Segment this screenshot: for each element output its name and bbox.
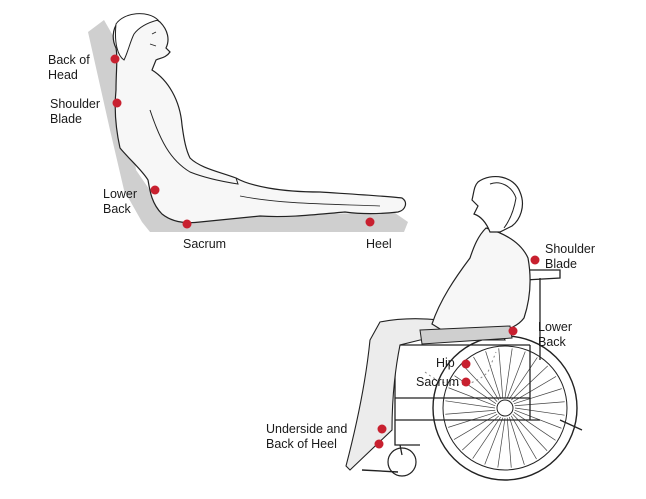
reclining-face-lines (149, 31, 157, 47)
label-wheelchair-hip: Hip (436, 356, 455, 370)
dot-wheelchair-heel-upper (377, 424, 387, 434)
pressure-dots (110, 54, 540, 449)
wheelchair-cushion (419, 325, 513, 345)
wheel-spoke (506, 351, 526, 399)
wheel-spoke (498, 348, 504, 399)
reclining-figure (88, 13, 408, 232)
label-wheelchair-lower-back: Lower Back (538, 320, 573, 349)
reclining-hair (115, 13, 159, 61)
dot-wheelchair-heel-lower (374, 439, 384, 449)
label-reclining-shoulder-blade: Shoulder Blade (50, 97, 101, 126)
wheel-spoke (514, 409, 562, 429)
label-wheelchair-shoulder-blade: Shoulder Blade (545, 242, 596, 271)
wheel-spoke (454, 375, 497, 404)
dot-reclining-heel (365, 217, 375, 227)
wheel-spoke (445, 400, 496, 409)
wheel-spoke (485, 351, 501, 400)
wheel-spoke (509, 357, 538, 400)
dot-wheelchair-shoulder-blade (530, 255, 540, 265)
wheelchair-hub (496, 399, 514, 417)
wheel-spoke (513, 412, 556, 441)
wheelchair-rim (442, 345, 568, 471)
wheel-spoke (445, 409, 496, 415)
label-wheelchair-sacrum: Sacrum (416, 375, 460, 389)
label-reclining-back-of-head: Back of Head (48, 53, 90, 82)
dot-reclining-lower-back (150, 185, 160, 195)
wheelchair-frame (394, 269, 583, 456)
label-wheelchair-heel: Underside and Back of Heel (266, 422, 348, 451)
reclining-arm (149, 109, 239, 185)
wheel-spoke (462, 415, 500, 451)
wheel-spoke (514, 407, 565, 416)
dot-wheelchair-lower-back (508, 326, 518, 336)
wheel-spoke (506, 417, 512, 468)
reclining-body (112, 15, 407, 224)
wheel-spoke (484, 417, 504, 465)
wheelchair-figure (345, 175, 583, 481)
dot-reclining-shoulder-blade (112, 98, 122, 108)
reclining-leg-line (239, 195, 381, 207)
wheelchair-spokes (445, 348, 565, 468)
wheel-spoke (510, 415, 537, 460)
wheelchair-caster-wheel (387, 447, 417, 477)
wheelchair-hair (489, 182, 517, 229)
wheel-spoke (513, 388, 562, 404)
wheel-spoke (472, 416, 501, 459)
wheel-spoke (509, 416, 525, 465)
dot-reclining-back-of-head (110, 54, 120, 64)
wheel-spoke (504, 348, 513, 399)
wheel-spoke (453, 413, 498, 440)
wheel-spoke (462, 365, 498, 403)
wheel-spoke (473, 356, 500, 401)
dot-wheelchair-hip (461, 359, 471, 369)
dot-reclining-sacrum (182, 219, 192, 229)
label-reclining-lower-back: Lower Back (103, 187, 138, 216)
wheel-spoke (514, 401, 565, 407)
label-reclining-sacrum: Sacrum (183, 237, 227, 251)
wheel-spoke (497, 417, 506, 468)
wheelchair-footplate (361, 469, 399, 473)
wheelchair-torso (431, 227, 531, 334)
wheel-spoke (448, 387, 496, 407)
label-reclining-heel: Heel (366, 237, 392, 251)
dot-wheelchair-sacrum (461, 377, 471, 387)
